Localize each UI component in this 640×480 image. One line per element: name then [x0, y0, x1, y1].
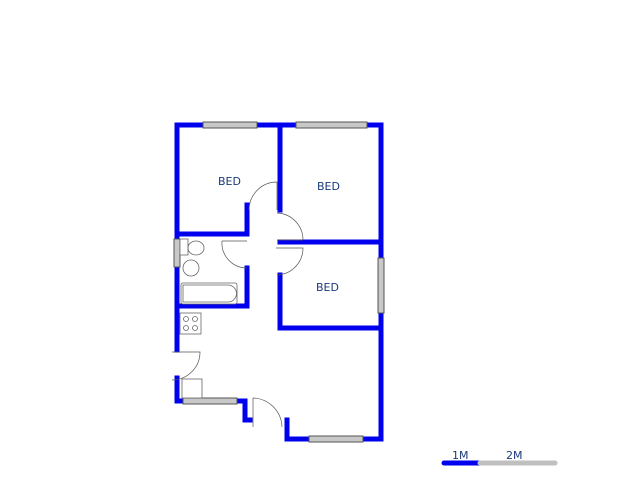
toilet-icon	[187, 240, 205, 256]
windows	[173, 121, 385, 443]
scale-label-1m: 1M	[452, 449, 469, 462]
window	[377, 257, 385, 314]
toilet-cistern	[179, 238, 189, 256]
room-label-bed-2: BED	[317, 180, 340, 193]
window	[182, 397, 238, 405]
door-swing	[221, 240, 248, 269]
door-swing	[276, 212, 304, 241]
bathtub-inner	[182, 284, 237, 303]
door-swing	[248, 181, 278, 211]
scale-label-2m: 2M	[506, 449, 523, 462]
basin-icon	[182, 259, 200, 277]
stove-icon	[179, 312, 202, 335]
window	[295, 121, 368, 129]
door-swing	[252, 397, 283, 428]
walls	[174, 122, 384, 442]
sink-icon	[181, 378, 203, 399]
burner	[183, 316, 189, 322]
burner	[192, 325, 198, 331]
fixtures	[179, 238, 238, 399]
scale-bar: 1M 2M	[441, 449, 558, 466]
burner	[192, 316, 198, 322]
doors	[171, 181, 304, 428]
window	[202, 121, 258, 129]
window	[173, 238, 181, 268]
room-label-bed-3: BED	[316, 281, 339, 294]
burner	[183, 325, 189, 331]
door-swing	[276, 247, 304, 276]
room-label-bed-1: BED	[218, 175, 241, 188]
window	[308, 435, 364, 443]
door-swing	[171, 351, 201, 381]
